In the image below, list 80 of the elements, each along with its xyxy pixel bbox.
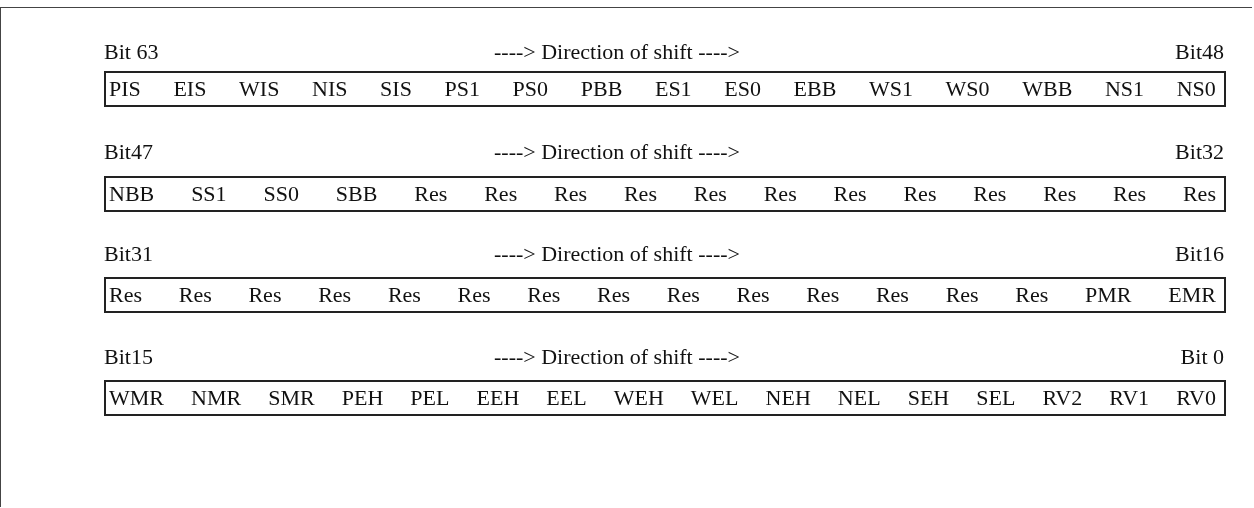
bit-field-name: Res [178, 282, 212, 308]
bit-field-name: PMR [1085, 282, 1132, 308]
bit-field-name: PS0 [512, 76, 549, 102]
bit-field-name: PBB [580, 76, 623, 102]
bit-field-name: ES0 [724, 76, 761, 102]
bit-field-name: RV2 [1042, 385, 1083, 411]
bit-field-name: ES1 [654, 76, 692, 102]
bit-field-name: Res [248, 282, 282, 308]
bit-field-name: SS0 [263, 181, 299, 207]
bit-field-name: EMR [1168, 282, 1216, 308]
bit-field-name: Res [387, 282, 421, 308]
register-row [104, 277, 1226, 313]
bit-field-name: Res [484, 181, 518, 207]
bit-field-name: RV0 [1176, 385, 1216, 411]
bit-index-label: Bit47 [104, 139, 153, 165]
bit-field-name: Res [414, 181, 448, 207]
bit-field-name: EEL [546, 385, 587, 411]
register-row [104, 71, 1226, 107]
register-row [104, 176, 1226, 212]
bit-index-label: Bit32 [1175, 139, 1224, 165]
bit-field-name: NEL [837, 385, 881, 411]
bit-field-name: Res [973, 181, 1007, 207]
bit-field-name: WS0 [945, 76, 990, 102]
bit-field-name: Res [1182, 181, 1216, 207]
bit-field-name: Res [554, 181, 588, 207]
bit-index-label: Bit 0 [1180, 344, 1224, 370]
bit-field-name: Res [666, 282, 700, 308]
bit-field-name: Res [736, 282, 770, 308]
bit-field-name: Res [1113, 181, 1147, 207]
bit-field-name: NS0 [1176, 76, 1216, 102]
bit-field-name: Res [806, 282, 840, 308]
bit-field-name: Res [527, 282, 561, 308]
bit-field-name: EIS [173, 76, 207, 102]
bit-index-label: Bit48 [1175, 39, 1224, 65]
shift-direction-label: ----> Direction of shift ----> [494, 241, 740, 267]
bit-field-name: NBB [109, 181, 155, 207]
bit-field-name: WEL [690, 385, 739, 411]
bit-field-name: NEH [765, 385, 811, 411]
bit-field-name: Res [109, 282, 142, 308]
bit-field-name: SMR [268, 385, 315, 411]
bit-field-name: Res [903, 181, 937, 207]
shift-direction-label: ----> Direction of shift ----> [494, 344, 740, 370]
bit-field-name: EEH [476, 385, 520, 411]
bit-field-name: PEH [341, 385, 384, 411]
shift-direction-label: ----> Direction of shift ----> [494, 39, 740, 65]
bit-field-name: SS1 [191, 181, 227, 207]
bit-field-name: Res [1043, 181, 1077, 207]
bit-index-label: Bit15 [104, 344, 153, 370]
bit-field-name: Res [457, 282, 491, 308]
bit-field-name: Res [318, 282, 352, 308]
bit-field-name: Res [763, 181, 797, 207]
bit-index-label: Bit31 [104, 241, 153, 267]
bit-field-name: NS1 [1105, 76, 1145, 102]
bit-field-name: WMR [109, 385, 164, 411]
bit-field-name: NMR [191, 385, 242, 411]
bit-field-name: Res [623, 181, 657, 207]
bit-field-name: WS1 [869, 76, 913, 102]
register-row [104, 380, 1226, 416]
bit-index-label: Bit 63 [104, 39, 159, 65]
bit-field-name: Res [597, 282, 631, 308]
shift-direction-label: ----> Direction of shift ----> [494, 139, 740, 165]
bit-field-name: Res [833, 181, 867, 207]
bit-field-name: WBB [1022, 76, 1073, 102]
bit-index-label: Bit16 [1175, 241, 1224, 267]
bit-field-name: Res [875, 282, 909, 308]
bit-field-name: PIS [109, 76, 141, 102]
bit-field-name: PS1 [444, 76, 480, 102]
bit-field-name: SEL [976, 385, 1016, 411]
bit-field-name: Res [693, 181, 727, 207]
bit-field-name: EBB [793, 76, 837, 102]
bit-field-name: PEL [410, 385, 450, 411]
bit-field-name: WEH [613, 385, 664, 411]
bit-field-name: Res [945, 282, 979, 308]
bit-field-name: SIS [380, 76, 412, 102]
bit-field-name: SBB [335, 181, 378, 207]
bit-field-name: RV1 [1109, 385, 1150, 411]
bit-field-name: NIS [312, 76, 348, 102]
bit-field-name: WIS [239, 76, 280, 102]
bit-field-name: SEH [907, 385, 950, 411]
bit-field-name: Res [1015, 282, 1049, 308]
